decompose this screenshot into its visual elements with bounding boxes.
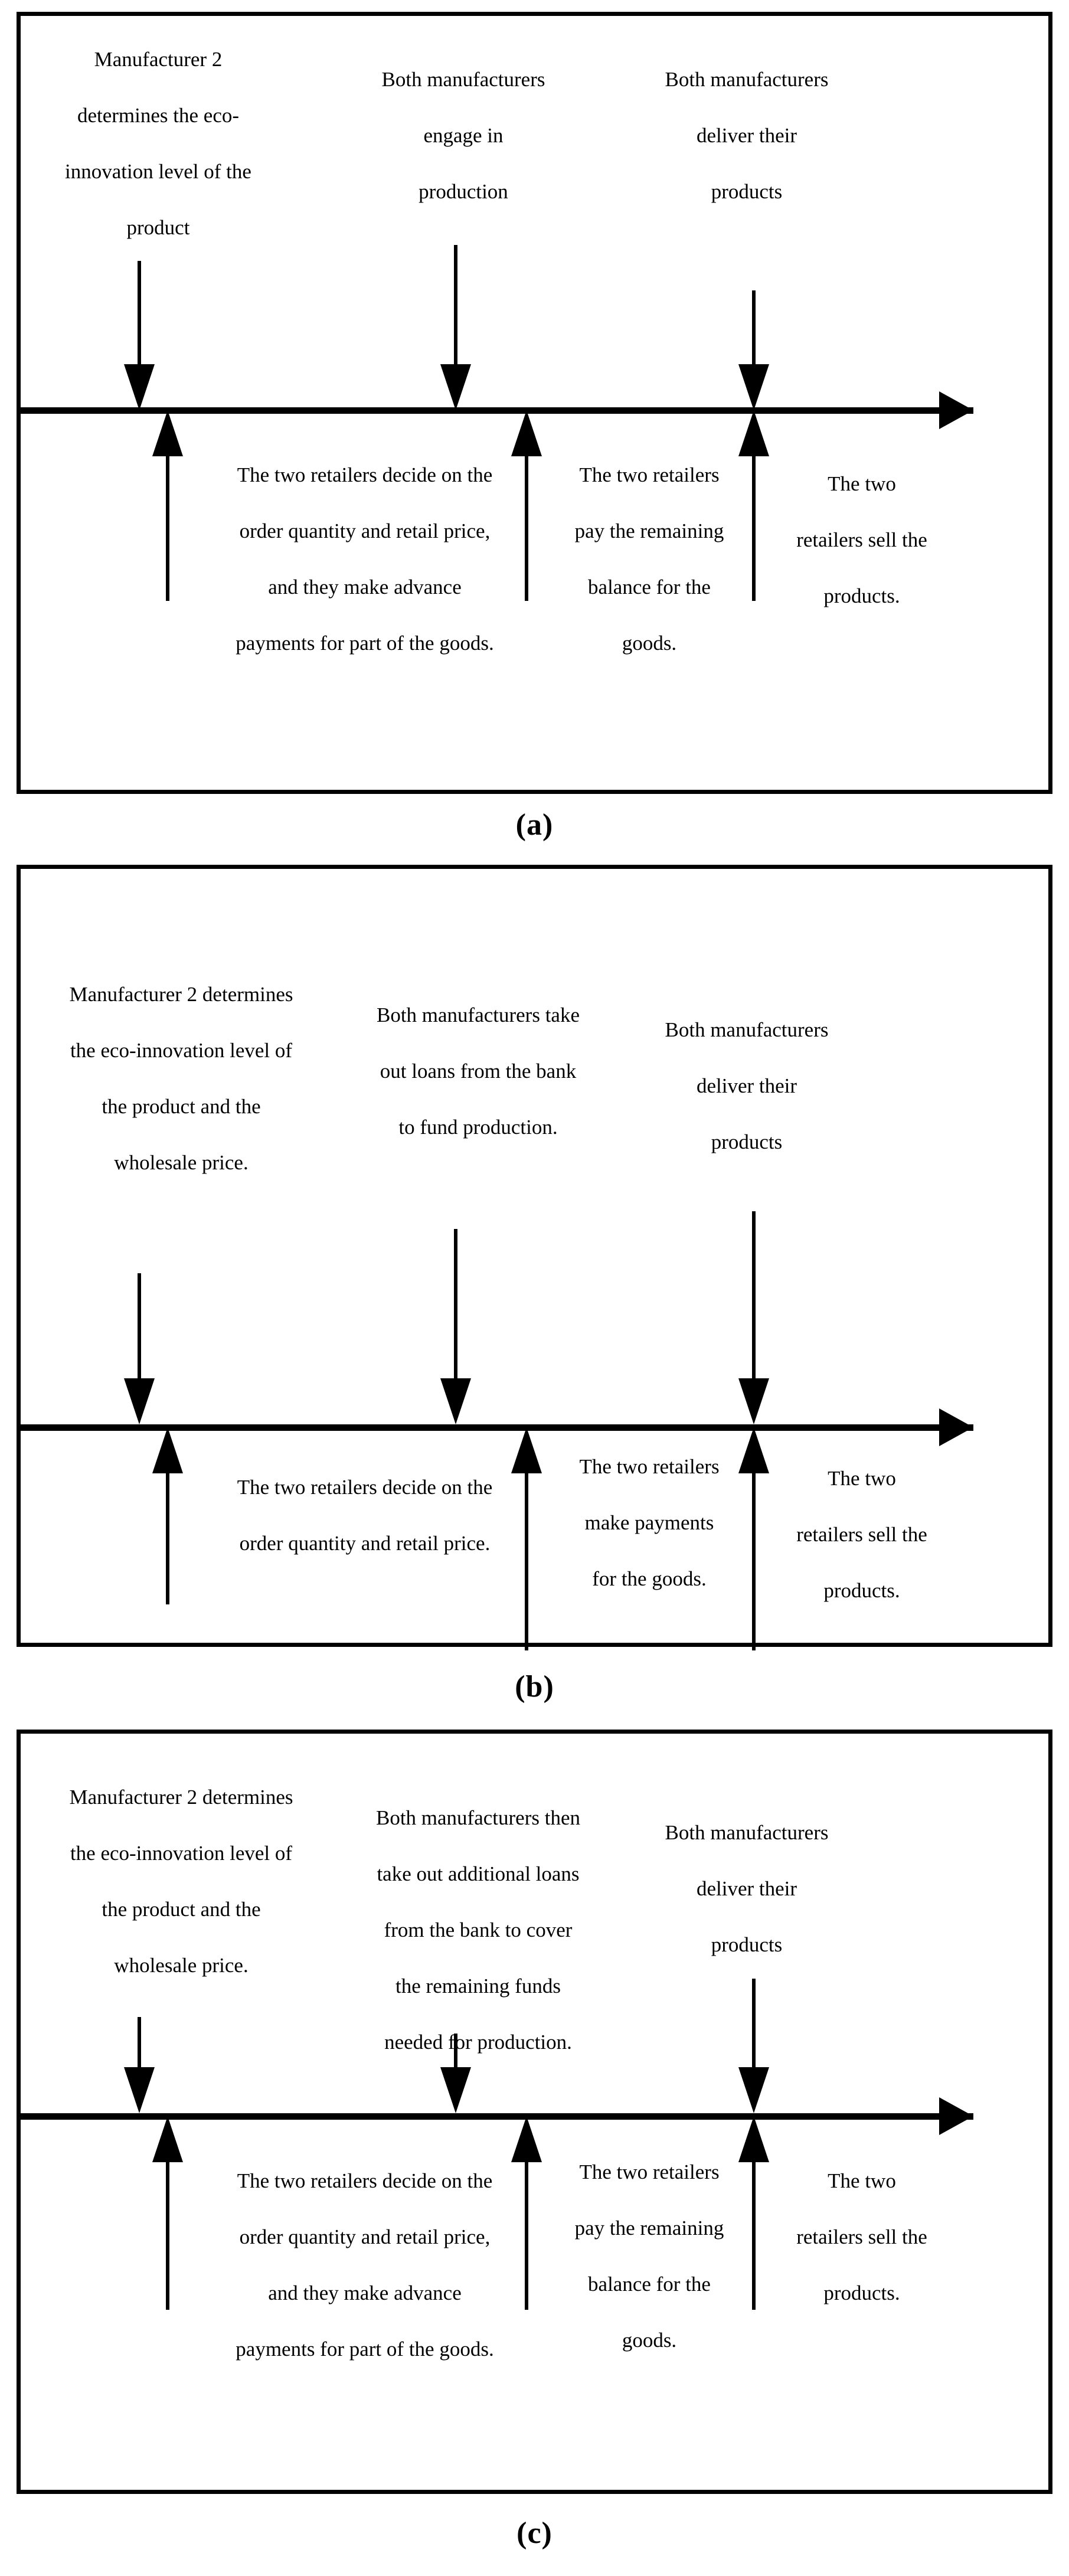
panel-b-above-label-1: Manufacturer 2 determines the eco-innova…	[69, 983, 293, 1174]
panel-c-timeline-arrowhead	[939, 2097, 973, 2135]
panel-b-caption: (b)	[515, 1670, 554, 1704]
panel-c-caption: (c)	[516, 2516, 553, 2550]
panel-a-below-label-2: The two retailers pay the remaining bala…	[574, 463, 724, 655]
panel-a-below-label-3: The two retailers sell the products.	[796, 472, 927, 607]
panel-a-timeline-axis	[21, 407, 973, 414]
panel-b-timeline-axis	[21, 1424, 973, 1431]
panel-a-caption: (a)	[515, 808, 554, 842]
panel-a-above-label-1: Manufacturer 2 determines the eco- innov…	[65, 48, 251, 239]
panel-b: Manufacturer 2 determines the eco-innova…	[17, 865, 1052, 1650]
panel-b-below-label-3: The two retailers sell the products.	[796, 1467, 927, 1602]
panel-b-above-label-2: Both manufacturers take out loans from t…	[376, 1003, 580, 1139]
panel-a-above-label-2: Both manufacturers engage in production	[381, 68, 545, 203]
panel-b-below-label-1: The two retailers decide on the order qu…	[237, 1476, 493, 1555]
panel-a-below-label-1: The two retailers decide on the order qu…	[236, 463, 494, 655]
panel-b-timeline-arrowhead	[939, 1408, 973, 1446]
panel-b-below-label-2: The two retailers make payments for the …	[579, 1455, 720, 1590]
panel-c-above-label-1: Manufacturer 2 determines the eco-innova…	[69, 1786, 293, 1977]
panel-c-above-label-2: Both manufacturers then take out additio…	[375, 1806, 580, 2054]
panel-c-above-label-3: Both manufacturers deliver their product…	[665, 1821, 829, 1956]
panel-c-below-label-1: The two retailers decide on the order qu…	[236, 2169, 494, 2361]
panel-a-timeline-arrowhead	[939, 391, 973, 429]
panel-b-above-label-3: Both manufacturers deliver their product…	[665, 1018, 829, 1153]
panel-a-above-label-3: Both manufacturers deliver their product…	[665, 68, 829, 203]
panel-c-below-label-3: The two retailers sell the products.	[796, 2169, 927, 2304]
panel-a: Manufacturer 2 determines the eco- innov…	[17, 12, 1052, 794]
panel-c: Manufacturer 2 determines the eco-innova…	[17, 1730, 1052, 2494]
panel-c-below-label-2: The two retailers pay the remaining bala…	[574, 2160, 724, 2352]
panel-c-timeline-axis	[21, 2113, 973, 2120]
